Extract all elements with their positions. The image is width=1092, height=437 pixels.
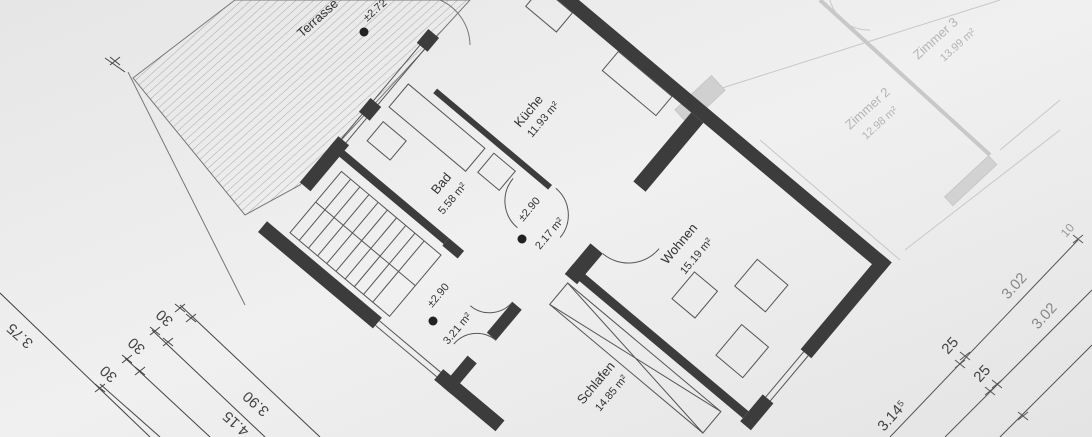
door-swing	[504, 178, 518, 229]
plan-shape	[486, 302, 522, 341]
door-swing	[555, 187, 569, 238]
plan-shape	[379, 320, 441, 373]
plan-shape	[567, 264, 749, 419]
plan-shape	[358, 97, 382, 121]
plan-shape	[366, 120, 407, 161]
plan-shape	[258, 221, 382, 329]
plan-shape	[548, 282, 722, 434]
plan-shape	[317, 194, 370, 257]
plan-shape	[363, 232, 416, 295]
plan-shape	[326, 201, 379, 264]
plan-shape	[335, 209, 388, 272]
plan-shape	[734, 258, 789, 313]
plan-shape	[601, 50, 673, 117]
fixtures	[366, 0, 789, 434]
plan-shape	[800, 253, 892, 359]
plan-shape	[442, 238, 465, 259]
faded-rooms	[674, 0, 1061, 261]
plan-shape	[441, 355, 477, 394]
left-dimension-lines	[0, 56, 321, 437]
plan-shape	[373, 45, 421, 101]
level-marker-icon	[359, 27, 369, 37]
plan-shape	[353, 225, 407, 288]
plan-shape	[433, 88, 553, 190]
plan-shape	[345, 117, 367, 143]
right-dimension-lines	[889, 234, 1092, 437]
plan-shape	[344, 217, 397, 280]
plan-shape	[416, 28, 440, 52]
plan-shape	[549, 304, 722, 412]
door-swing	[453, 332, 497, 345]
door-swing	[602, 248, 660, 264]
plan-shape	[328, 141, 449, 245]
plan-shape	[671, 271, 719, 319]
plan-shape	[765, 351, 805, 398]
level-marker-icon	[428, 316, 438, 326]
staircase	[289, 170, 442, 318]
terrace-door-arc	[439, 0, 471, 46]
plan-shape	[308, 186, 361, 249]
plan-shape	[388, 83, 486, 172]
door-swing	[469, 301, 513, 314]
plan-shape	[372, 240, 425, 303]
plan-shape	[341, 113, 363, 140]
plan-shape	[740, 394, 774, 431]
plan-shape	[525, 0, 574, 33]
plan-shape	[377, 48, 425, 105]
walls	[258, 0, 892, 432]
plan-shape	[411, 0, 892, 274]
building	[258, 0, 892, 434]
terrace-area	[132, 0, 471, 216]
level-marker-icon	[517, 234, 527, 244]
plan-shape	[375, 324, 438, 378]
windows	[341, 45, 809, 402]
plan-shape	[715, 323, 770, 379]
plan-shape	[769, 355, 809, 402]
plan-shape	[477, 152, 517, 192]
plan-shape	[298, 178, 352, 241]
plan-shape	[633, 112, 704, 192]
terrace-edge	[127, 71, 246, 306]
